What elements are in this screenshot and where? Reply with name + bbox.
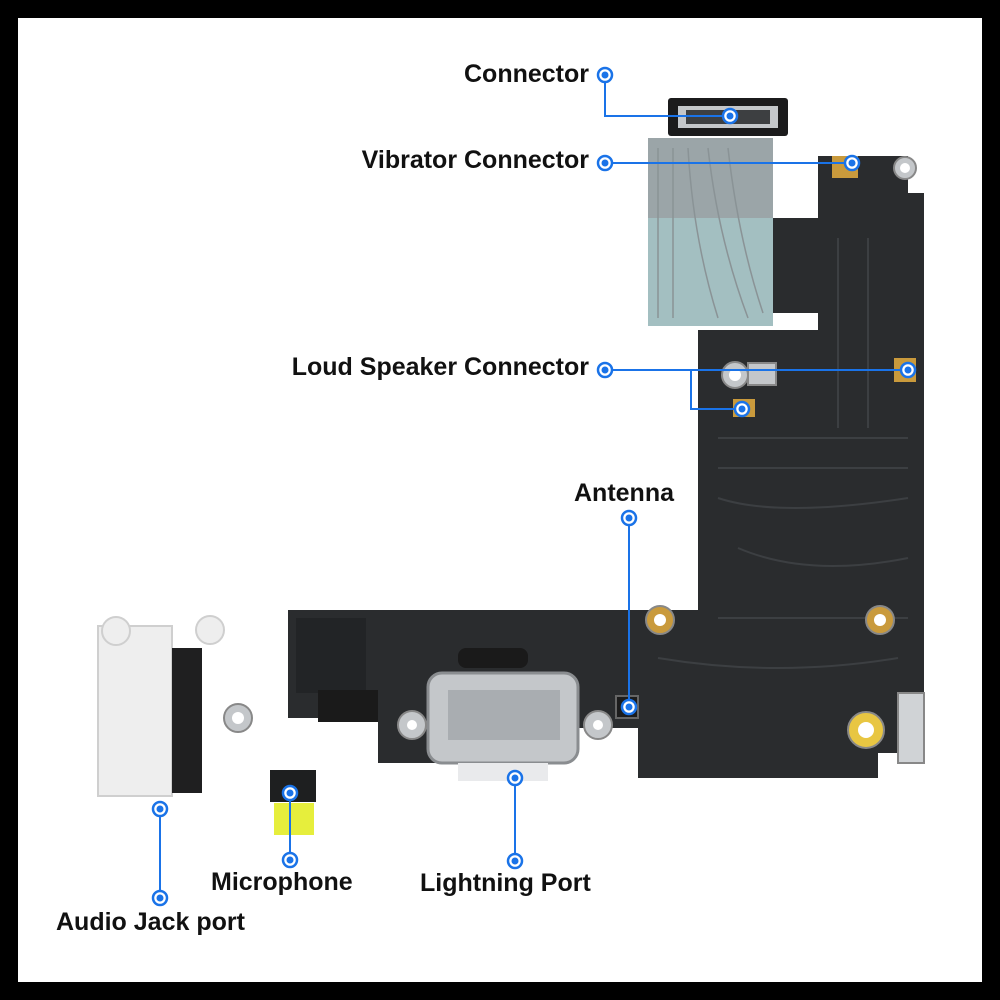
ribbon-cable xyxy=(648,138,773,326)
label-connector: Connector xyxy=(464,60,589,88)
callout-dots xyxy=(151,66,917,907)
label-audio-jack-port: Audio Jack port xyxy=(56,908,245,936)
label-lightning-port: Lightning Port xyxy=(420,869,591,897)
smd-components xyxy=(296,618,528,722)
label-microphone: Microphone xyxy=(211,868,353,896)
microphone-module xyxy=(270,770,316,835)
label-antenna: Antenna xyxy=(574,479,674,507)
mount-holes xyxy=(645,156,925,764)
label-vibrator-connector: Vibrator Connector xyxy=(361,146,589,174)
audio-jack xyxy=(97,615,253,797)
flex-cable-illustration xyxy=(97,66,925,907)
lightning-port xyxy=(397,671,613,781)
callout-lines xyxy=(159,75,908,898)
flex-pcb xyxy=(288,156,924,778)
diagram-frame: Connector Vibrator Connector Loud Speake… xyxy=(18,18,982,982)
label-loud-speaker-connector: Loud Speaker Connector xyxy=(291,353,589,381)
